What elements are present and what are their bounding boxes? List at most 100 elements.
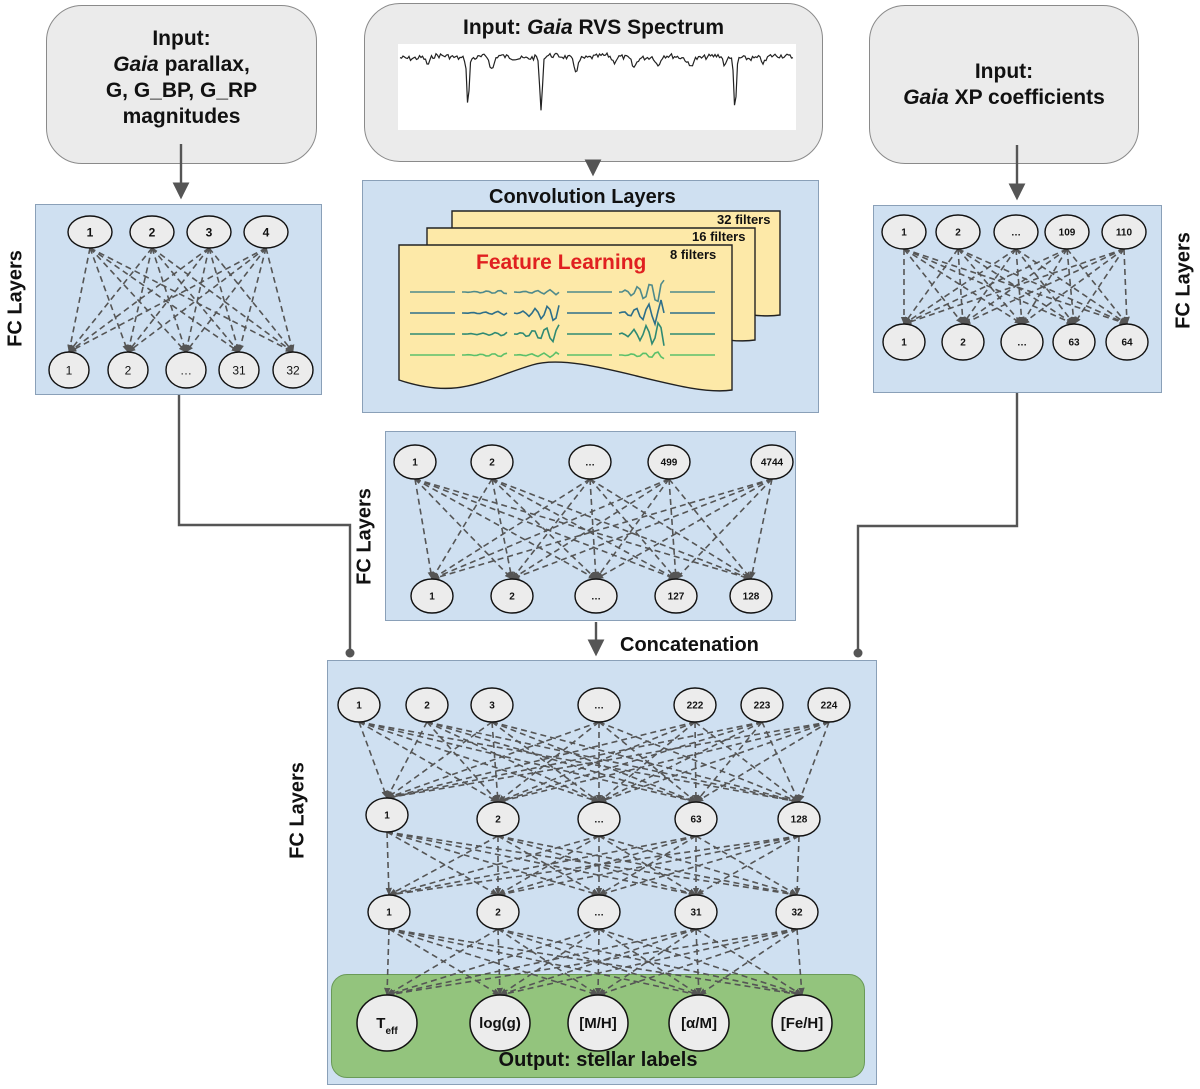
feature-map-line bbox=[619, 351, 665, 360]
main-layer3-node-label: 1 bbox=[386, 908, 392, 919]
middle-fc-edge bbox=[595, 478, 773, 580]
main-layer1-node-label: 3 bbox=[489, 701, 495, 712]
main-layer3-node-circle bbox=[775, 894, 819, 930]
middle-hidden-node-label: 127 bbox=[668, 592, 685, 603]
left-fc-edge bbox=[89, 247, 187, 353]
main-fc-edge-3 bbox=[598, 928, 803, 996]
output-node-circle bbox=[771, 994, 833, 1052]
left-input-node-circle bbox=[186, 215, 232, 249]
input-photometry-gaia: Gaia bbox=[113, 53, 159, 76]
left-fc-edge bbox=[151, 247, 240, 353]
main-layer2-node-label: 63 bbox=[690, 815, 702, 826]
main-layer3-node-circle bbox=[577, 894, 621, 930]
middle-input-node-label: … bbox=[585, 458, 595, 469]
output-node-label: [Fe/H] bbox=[781, 1015, 824, 1032]
left-hidden-node-circle bbox=[218, 351, 260, 389]
main-layer3-node-circle bbox=[674, 894, 718, 930]
middle-fc-edge bbox=[589, 478, 752, 580]
middle-fc-edge bbox=[668, 478, 752, 580]
main-layer1-node-label: … bbox=[594, 701, 604, 712]
main-fc-edge-1 bbox=[497, 721, 830, 804]
left-input-node-circle bbox=[129, 215, 175, 249]
left-fc-edge bbox=[126, 247, 153, 353]
right-input-node-label: 2 bbox=[955, 228, 961, 239]
input-xp-line1: Input: bbox=[974, 60, 1034, 83]
right-fc-edge bbox=[903, 248, 959, 325]
feature-map-line bbox=[513, 324, 560, 344]
conv-title: Convolution Layers bbox=[489, 186, 676, 208]
left-fc-edge bbox=[68, 247, 267, 353]
input-rvs-gaia: Gaia bbox=[527, 16, 573, 39]
feature-map-line bbox=[513, 288, 560, 296]
middle-input-node-label: 4744 bbox=[761, 458, 784, 469]
middle-fc-edge bbox=[595, 478, 670, 580]
main-fc-edge-1 bbox=[598, 721, 696, 803]
main-fc-edge-2 bbox=[388, 835, 499, 896]
main-fc-edge-3 bbox=[386, 928, 600, 996]
middle-fc-edge bbox=[414, 478, 513, 580]
middle-input-node-label: 1 bbox=[412, 458, 418, 469]
left-fc-edge bbox=[185, 247, 267, 353]
left-hidden-node-label: 2 bbox=[125, 363, 132, 377]
right-hidden-node-label: 64 bbox=[1121, 338, 1133, 349]
main-layer1-node-circle bbox=[740, 687, 784, 723]
output-node-circle bbox=[356, 994, 418, 1052]
feature-map-line bbox=[461, 310, 508, 316]
output-node-label: [α/M] bbox=[681, 1015, 717, 1032]
left-hidden-node-circle bbox=[48, 351, 90, 389]
middle-hidden-node-circle bbox=[729, 578, 773, 614]
middle-hidden-node-circle bbox=[490, 578, 534, 614]
main-layer2-node-label: 2 bbox=[495, 815, 501, 826]
output-node-label: [M/H] bbox=[579, 1015, 617, 1032]
main-layer2-node-label: 128 bbox=[791, 815, 808, 826]
middle-input-node-circle bbox=[750, 444, 794, 480]
left-input-node-label: 3 bbox=[206, 225, 213, 239]
left-fc-edge bbox=[237, 247, 267, 353]
main-fc-edge-2 bbox=[794, 835, 801, 896]
right-hidden-node-label: 2 bbox=[960, 338, 966, 349]
main-layer1-node-circle bbox=[470, 687, 514, 723]
main-fc-edge-1 bbox=[426, 721, 600, 803]
main-fc-edge-2 bbox=[386, 831, 697, 897]
right-input-node-circle bbox=[881, 214, 927, 250]
main-layer2-node-circle bbox=[476, 801, 520, 837]
input-xp-line2: Gaia XP coefficients bbox=[870, 85, 1138, 111]
left-fc-edge bbox=[127, 247, 267, 353]
input-rvs-title: Input: Gaia RVS Spectrum bbox=[365, 15, 822, 41]
main-layer2-node-label: 1 bbox=[384, 811, 390, 822]
main-fc-edge-1 bbox=[386, 721, 830, 800]
main-fc-edge-1 bbox=[358, 721, 600, 803]
main-fc-edge-1 bbox=[497, 721, 696, 803]
main-layer1-node-circle bbox=[807, 687, 851, 723]
right-fc-edge bbox=[1021, 248, 1125, 325]
input-photometry-line4: magnitudes bbox=[122, 105, 241, 128]
main-fc-edge-1 bbox=[426, 721, 800, 804]
main-fc-edge-2 bbox=[386, 831, 798, 898]
left-hidden-node-label: 32 bbox=[286, 363, 300, 377]
main-layer1-node-circle bbox=[337, 687, 381, 723]
feature-map-line bbox=[513, 351, 560, 359]
middle-fc-edge bbox=[675, 478, 773, 580]
middle-hidden-node-label: 128 bbox=[743, 592, 760, 603]
middle-fc-edge bbox=[749, 478, 773, 580]
filter-label-8: 8 filters bbox=[670, 247, 717, 262]
main-fc-edge-1 bbox=[491, 721, 600, 803]
main-layer1-node-label: 2 bbox=[424, 701, 430, 712]
main-layer1-node-circle bbox=[577, 687, 621, 723]
left-input-node-circle bbox=[243, 215, 289, 249]
right-hidden-node-label: … bbox=[1017, 338, 1027, 349]
main-layer1-node-circle bbox=[673, 687, 717, 723]
connector-right-branch bbox=[856, 393, 1019, 652]
feature-map-line bbox=[462, 289, 508, 295]
main-layer1-node-label: 222 bbox=[687, 701, 704, 712]
right-hidden-node-circle bbox=[941, 323, 985, 361]
main-fc-edge-3 bbox=[386, 928, 499, 996]
right-fc-edge bbox=[957, 248, 1023, 325]
left-hidden-node-circle bbox=[107, 351, 149, 389]
right-fc-edge bbox=[903, 248, 1023, 325]
middle-fc-edge bbox=[491, 478, 677, 580]
feature-map-line bbox=[618, 299, 665, 327]
main-layer1-node-circle bbox=[405, 687, 449, 723]
